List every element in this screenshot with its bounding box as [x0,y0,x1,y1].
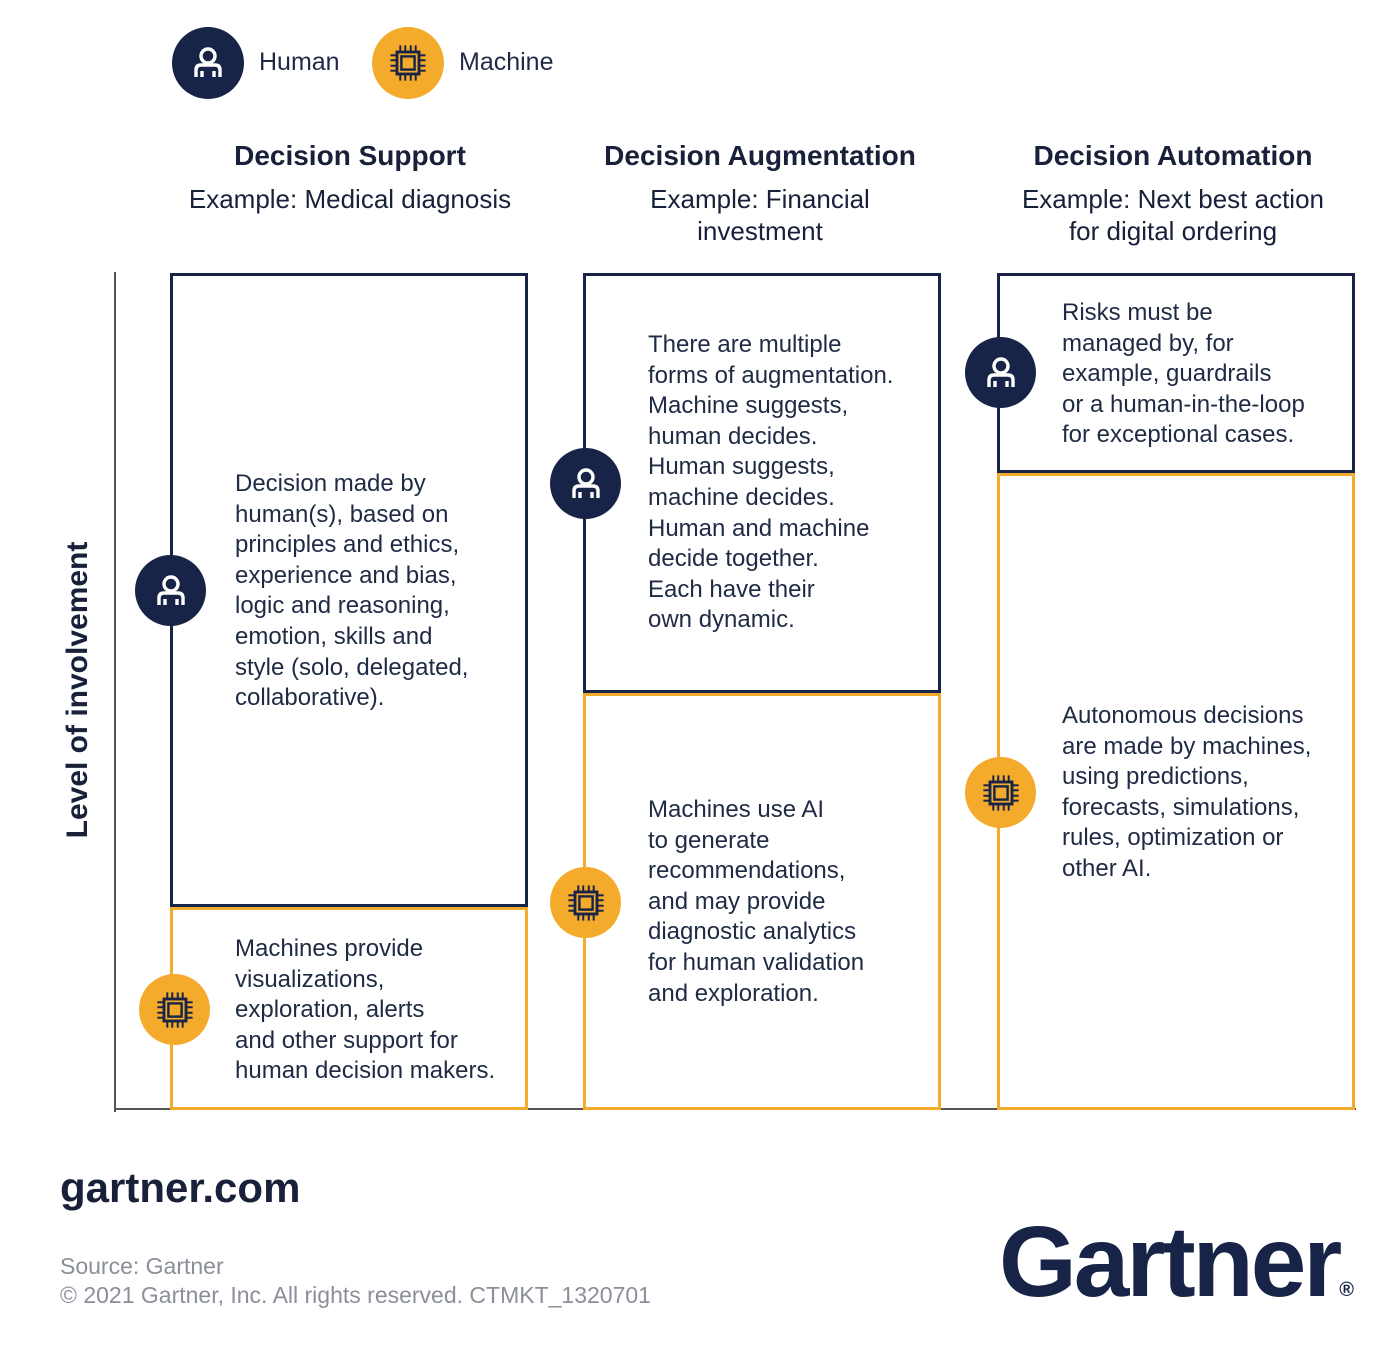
logo-wordmark: Gartner [999,1206,1342,1318]
person-icon [135,555,206,626]
chip-icon [372,27,444,99]
decision-automation-machine-text: Autonomous decisions are made by machine… [1062,702,1312,882]
chip-icon [139,974,210,1045]
legend-human-label: Human [259,48,340,76]
column-example-decision-automation: Example: Next best action for digital or… [1021,184,1325,246]
decision-automation-human-text: Risks must be managed by, for example, g… [1062,299,1305,449]
column-title-decision-augmentation: Decision Augmentation [604,140,916,171]
gartner-logo: Gartner® [999,1212,1354,1312]
y-axis-line [114,272,116,1112]
column-title-decision-automation: Decision Automation [1033,140,1313,171]
decision-augmentation-machine-text: Machines use AI to generate recommendati… [648,796,865,1007]
chip-icon [550,867,621,938]
column-example-decision-support: Example: Medical diagnosis [188,184,512,214]
decision-support-machine-text: Machines provide visualizations, explora… [235,935,496,1085]
copyright-text: © 2021 Gartner, Inc. All rights reserved… [60,1282,651,1308]
decision-augmentation-human-text: There are multiple forms of augmentation… [648,331,894,634]
registered-mark: ® [1339,1279,1354,1301]
legend-machine-label: Machine [459,48,554,76]
source-text: Source: Gartner [60,1253,224,1279]
person-icon [550,448,621,519]
person-icon [965,337,1036,408]
column-title-decision-support: Decision Support [234,140,466,171]
site-url[interactable]: gartner.com [60,1164,301,1211]
person-icon [172,27,244,99]
decision-support-human-text: Decision made by human(s), based on prin… [235,470,469,712]
source-note: Source: Gartner © 2021 Gartner, Inc. All… [60,1252,651,1310]
column-example-decision-augmentation: Example: Financial investment [650,184,870,246]
y-axis-label: Level of involvement [61,541,94,839]
chip-icon [965,757,1036,828]
